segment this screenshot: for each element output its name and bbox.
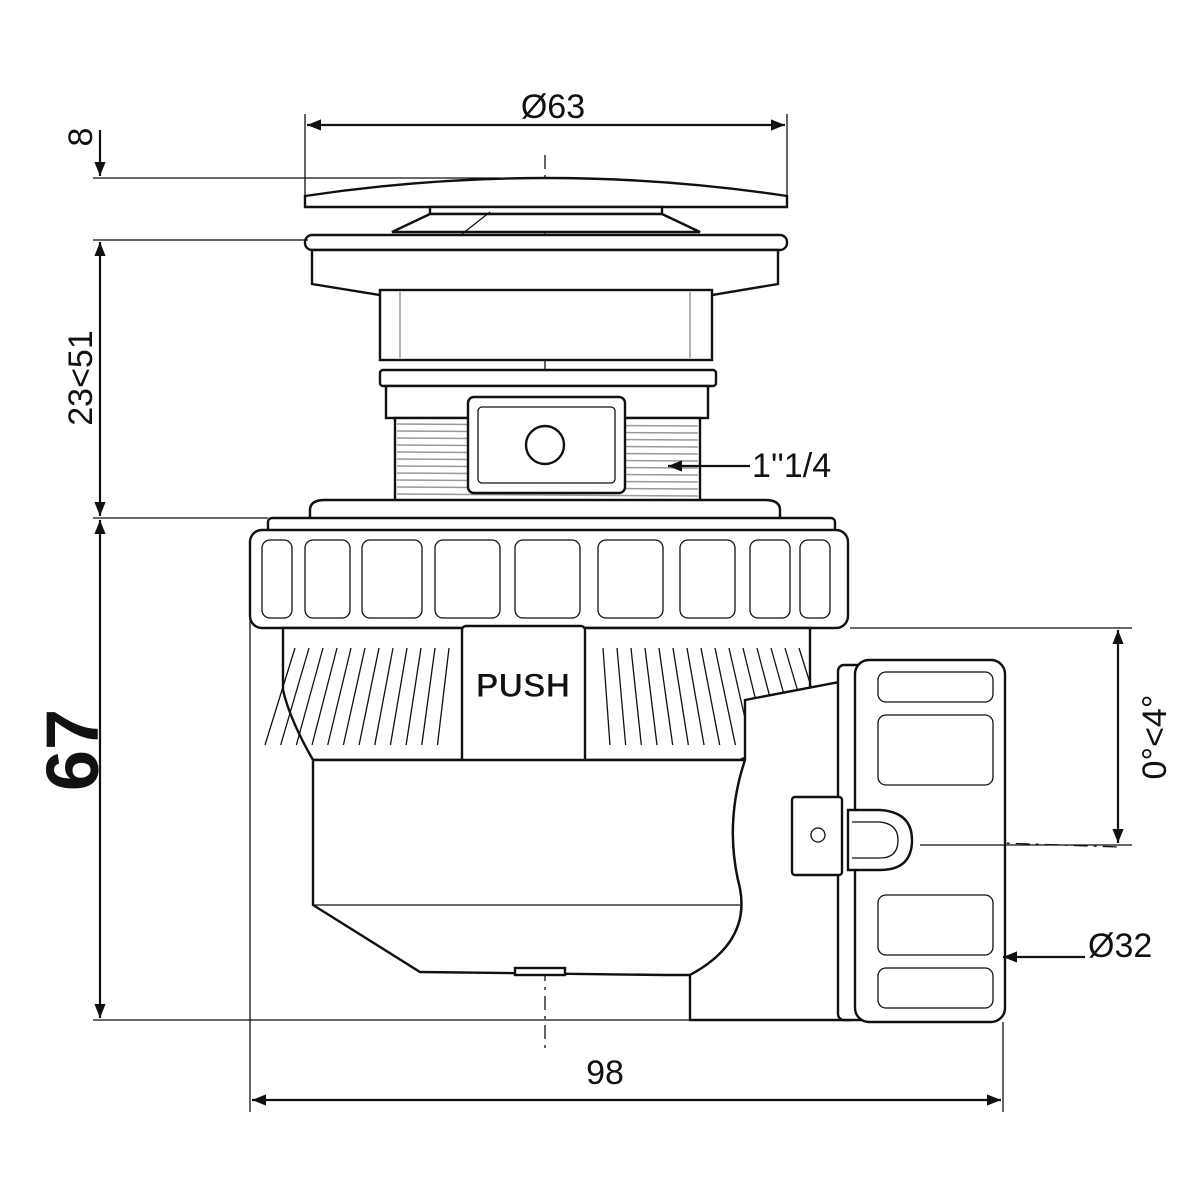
rib-line <box>264 647 296 746</box>
rib-line <box>280 647 310 746</box>
pop-up-cap <box>303 176 789 420</box>
rib-line <box>644 647 658 746</box>
rib-line <box>714 647 737 746</box>
rib-line <box>616 647 627 746</box>
nut-ridge <box>434 539 501 619</box>
thread-line <box>396 493 699 497</box>
rib-line <box>295 647 324 746</box>
outlet-ridge <box>877 967 994 1009</box>
rib-line <box>421 647 436 746</box>
threaded-tube <box>393 395 702 504</box>
dim-total-width: 98 <box>586 1054 624 1092</box>
rib-line <box>700 647 721 746</box>
nut-ridge <box>514 539 581 619</box>
drain-body <box>311 678 852 1022</box>
outlet-ridge <box>877 671 994 703</box>
rib-line <box>342 647 366 746</box>
nut-ridge <box>749 539 791 619</box>
extension-lines <box>93 114 1132 1112</box>
rib-line <box>630 647 642 746</box>
dim-angle: 0°<4° <box>1136 695 1174 780</box>
rib-line <box>672 647 690 746</box>
rib-line <box>602 647 611 746</box>
rib-line <box>658 647 674 746</box>
push-label: PUSH <box>476 667 570 705</box>
rib-line <box>358 647 380 746</box>
keyhole-tab <box>790 795 844 877</box>
clip-loop <box>846 808 914 872</box>
dim-cap-height: 8 <box>62 128 100 147</box>
dim-cap-diameter: Ø63 <box>521 88 585 126</box>
rib-line <box>686 647 705 746</box>
outlet-ridge <box>877 714 994 786</box>
rib-line <box>327 647 352 746</box>
rib-line <box>436 647 450 746</box>
rib-line <box>374 647 394 746</box>
nut-ridge <box>799 539 831 619</box>
body-cone: PUSH <box>264 624 831 768</box>
dim-adjust-range: 23<51 <box>62 330 100 426</box>
locking-nut <box>248 498 850 630</box>
rib-line <box>389 647 408 746</box>
dim-body-height: 67 <box>31 709 114 791</box>
dim-thread: 1''1/4 <box>752 447 831 485</box>
dim-outlet-diameter: Ø32 <box>1088 927 1152 965</box>
outlet-nut <box>790 658 1007 1024</box>
rib-line <box>311 647 338 746</box>
nut-ridge <box>261 539 293 619</box>
screw-hole-icon <box>524 424 566 466</box>
nut-ridge <box>361 539 423 619</box>
outlet-ridge <box>877 894 994 956</box>
nut-ridge <box>597 539 664 619</box>
nut-ridge <box>304 539 351 619</box>
rib-line <box>405 647 422 746</box>
dimension-lines <box>94 119 1124 1106</box>
nut-ridge <box>679 539 736 619</box>
